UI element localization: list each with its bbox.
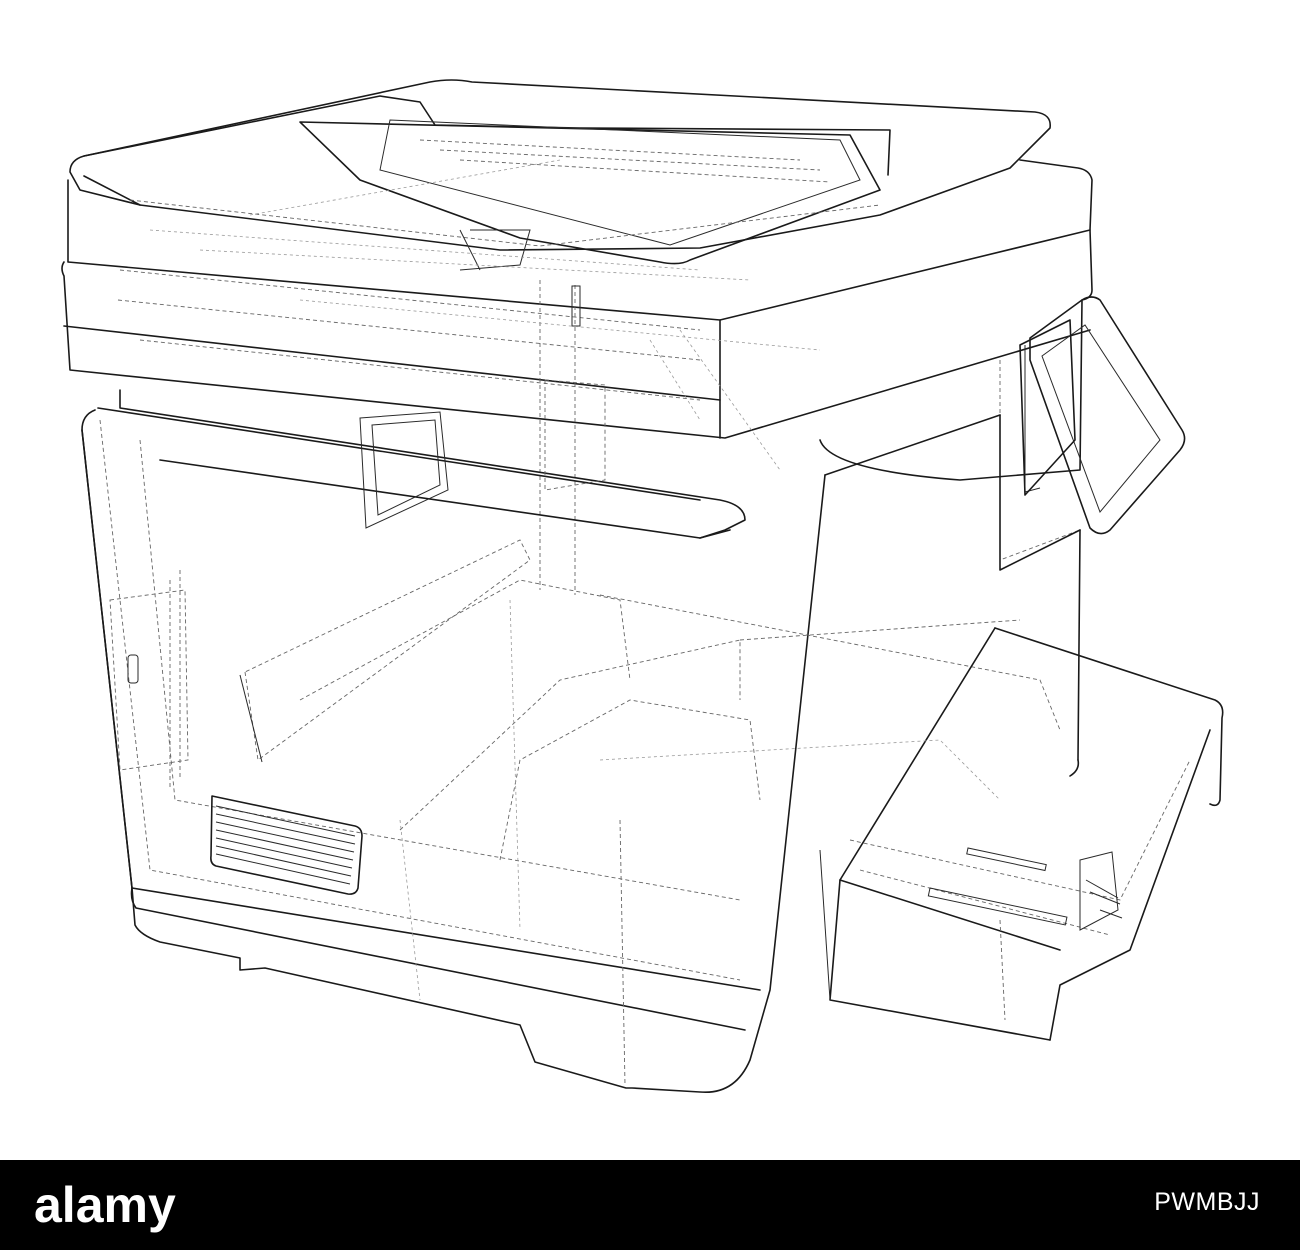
- paper-tray: [819, 627, 1224, 1041]
- scanner-body: [61, 159, 1093, 595]
- output-tray: [97, 299, 1083, 539]
- vent-grille: [210, 795, 363, 895]
- scanner-lid: [69, 79, 1052, 265]
- alamy-logo-text: alamy: [34, 1177, 176, 1233]
- control-panel: [999, 296, 1186, 561]
- printer-wireframe-svg: [61, 79, 1224, 1093]
- alamy-logo: alamy: [34, 1177, 176, 1233]
- printer-wireframe-illustration: [61, 79, 1224, 1093]
- printer-body: [81, 409, 1081, 1093]
- interior-guides: [149, 159, 1001, 1001]
- image-id-label: PWMBJJ: [1154, 1188, 1260, 1216]
- watermark-footer: alamy PWMBJJ: [0, 1160, 1300, 1250]
